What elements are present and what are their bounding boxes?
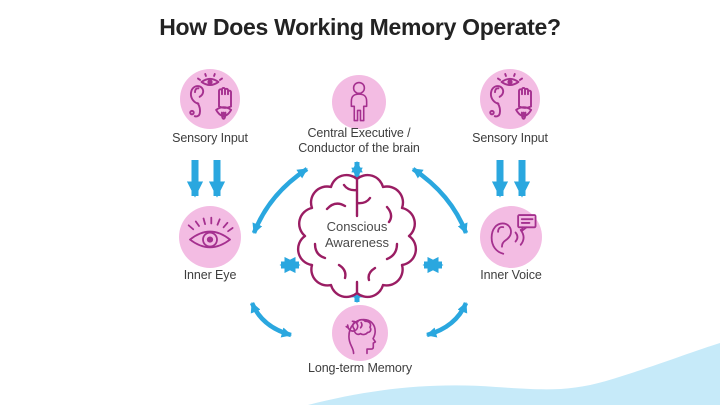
brain-outline-icon: [296, 173, 418, 299]
label-long-term-memory: Long-term Memory: [308, 361, 412, 375]
down-arrows-right: [491, 160, 531, 198]
node-inner-eye: [179, 206, 241, 268]
node-sensory-input-left: [180, 69, 240, 129]
label-inner-eye: Inner Eye: [183, 268, 237, 282]
page-title: How Does Working Memory Operate?: [159, 14, 561, 40]
five-senses-icon: [489, 73, 533, 120]
label-sensory-input-left: Sensory Input: [172, 131, 248, 145]
arrow-innereye-longterm: [249, 302, 292, 338]
label-central-executive: Central Executive / Conductor of the bra…: [259, 126, 459, 156]
label-central-executive-line2: Conductor of the brain: [298, 141, 420, 155]
node-sensory-input-right: [480, 69, 540, 129]
label-conscious-awareness-line2: Awareness: [324, 235, 390, 250]
node-inner-voice: [480, 206, 542, 268]
arrow-innervoice-longterm: [426, 302, 469, 338]
arrow-executive-innereye: [251, 167, 309, 234]
curved-arrows: [249, 167, 469, 338]
ear-speech-icon: [490, 214, 537, 255]
person-icon: [350, 81, 368, 122]
eye-icon: [187, 216, 234, 249]
label-sensory-input-right: Sensory Input: [472, 131, 548, 145]
label-inner-voice: Inner Voice: [480, 268, 542, 282]
node-long-term-memory: [332, 305, 388, 361]
wave-shape: [308, 343, 720, 405]
label-central-executive-line1: Central Executive /: [307, 126, 411, 140]
head-brain-icon: [345, 318, 377, 355]
node-central-executive: [332, 75, 386, 129]
arrow-executive-innervoice: [411, 167, 469, 234]
label-conscious-awareness-line1: Conscious: [326, 219, 388, 234]
down-arrows-left: [186, 160, 226, 198]
five-senses-icon: [189, 73, 233, 120]
label-conscious-awareness: Conscious Awareness: [297, 219, 417, 251]
